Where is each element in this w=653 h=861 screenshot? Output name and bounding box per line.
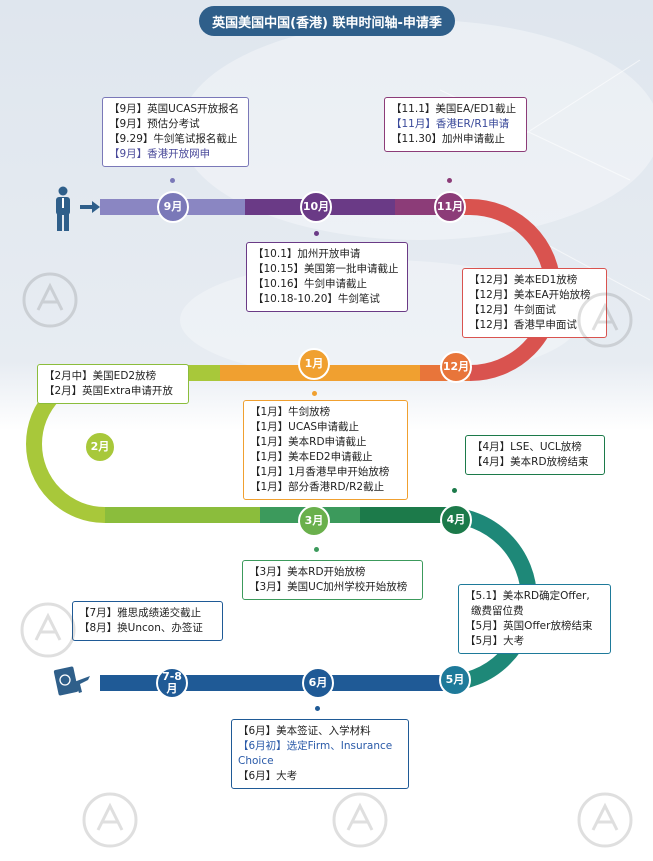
node-nov: 11月: [434, 191, 466, 223]
event-line: 【11月】香港ER/R1申请: [391, 118, 510, 130]
node-jan: 1月: [298, 348, 330, 380]
event-box-sep: 【9月】英国UCAS开放报名 【9月】预估分考试 【9.29】牛剑笔试报名截止 …: [102, 97, 249, 167]
event-line: 【5月】英国Offer放榜结束: [465, 620, 593, 632]
watermark-logo-icon: [20, 602, 76, 658]
node-apr: 4月: [440, 504, 472, 536]
event-line: 【6月初】选定Firm、Insurance: [238, 740, 393, 752]
node-julaug: 7-8月: [156, 667, 188, 699]
event-line: 【10.16】牛剑申请截止: [253, 278, 368, 290]
event-box-apr: 【4月】LSE、UCL放榜 【4月】美本RD放榜结束: [465, 435, 605, 475]
event-line: 【7月】雅思成绩递交截止: [79, 607, 202, 619]
event-line: 【10.18-10.20】牛剑笔试: [253, 293, 380, 305]
event-line: 【12月】牛剑面试: [469, 304, 556, 316]
connector-dot: [314, 705, 320, 711]
event-line: Choice: [238, 755, 274, 767]
node-dec: 12月: [440, 351, 472, 383]
watermark-logo-icon: [332, 792, 388, 848]
event-box-may: 【5.1】美本RD确定Offer, 缴费留位费 【5月】英国Offer放榜结束 …: [458, 584, 611, 654]
connector-dot: [313, 546, 319, 552]
event-line: 【3月】美本RD开始放榜: [249, 566, 366, 578]
node-jun: 6月: [302, 667, 334, 699]
event-box-mar: 【3月】美本RD开始放榜 【3月】美国UC加州学校开始放榜: [242, 560, 423, 600]
event-line: 【2月中】美国ED2放榜: [44, 370, 157, 382]
node-sep: 9月: [157, 191, 189, 223]
node-feb: 2月: [84, 431, 116, 463]
connector-dot: [169, 177, 175, 183]
connector-dot: [446, 177, 452, 183]
event-line: 【4月】美本RD放榜结束: [472, 456, 589, 468]
node-mar: 3月: [298, 505, 330, 537]
event-box-oct: 【10.1】加州开放申请 【10.15】美国第一批申请截止 【10.16】牛剑申…: [246, 242, 408, 312]
event-line: 【5.1】美本RD确定Offer,: [465, 590, 590, 602]
event-line: 【12月】香港早申面试: [469, 319, 577, 331]
event-line: 【9月】英国UCAS开放报名: [109, 103, 240, 115]
connector-dot: [311, 390, 317, 396]
event-line: 【9月】香港开放网申: [109, 148, 211, 160]
event-line: 【10.1】加州开放申请: [253, 248, 361, 260]
event-box-julaug: 【7月】雅思成绩递交截止 【8月】换Uncon、办签证: [72, 601, 223, 641]
arrow-right-icon: [80, 201, 100, 213]
event-line: 【5月】大考: [465, 635, 525, 647]
event-box-jan: 【1月】牛剑放榜 【1月】UCAS申请截止 【1月】美本RD申请截止 【1月】美…: [243, 400, 408, 500]
event-line: 【11.1】美国EA/ED1截止: [391, 103, 517, 115]
event-line: 【6月】美本签证、入学材料: [238, 725, 371, 737]
page-title: 英国美国中国(香港) 联申时间轴-申请季: [199, 6, 455, 36]
connector-dot: [451, 487, 457, 493]
event-line: 【12月】美本EA开始放榜: [469, 289, 591, 301]
event-line: 【1月】牛剑放榜: [250, 406, 331, 418]
event-line: 【1月】美本RD申请截止: [250, 436, 367, 448]
watermark-logo-icon: [577, 792, 633, 848]
event-line: 【3月】美国UC加州学校开始放榜: [249, 581, 408, 593]
event-line: 【1月】美本ED2申请截止: [250, 451, 373, 463]
event-line: 【1月】UCAS申请截止: [250, 421, 360, 433]
event-line: 【9月】预估分考试: [109, 118, 200, 130]
event-line: 【2月】英国Extra申请开放: [44, 385, 173, 397]
connector-dot: [313, 230, 319, 236]
event-line: 【1月】1月香港早申开始放榜: [250, 466, 390, 478]
event-line: 【6月】大考: [238, 770, 298, 782]
event-line: 缴费留位费: [471, 605, 524, 617]
watermark-logo-icon: [82, 792, 138, 848]
event-box-jun: 【6月】美本签证、入学材料 【6月初】选定Firm、Insurance Choi…: [231, 719, 409, 789]
event-box-dec: 【12月】美本ED1放榜 【12月】美本EA开始放榜 【12月】牛剑面试 【12…: [462, 268, 607, 338]
event-line: 【9.29】牛剑笔试报名截止: [109, 133, 238, 145]
watermark-logo-icon: [577, 292, 633, 348]
passport-plane-icon: [53, 666, 90, 696]
event-line: 【11.30】加州申请截止: [391, 133, 506, 145]
node-oct: 10月: [300, 191, 332, 223]
event-box-feb: 【2月中】美国ED2放榜 【2月】英国Extra申请开放: [37, 364, 189, 404]
event-line: 【4月】LSE、UCL放榜: [472, 441, 582, 453]
event-line: 【10.15】美国第一批申请截止: [253, 263, 399, 275]
event-line: 【8月】换Uncon、办签证: [79, 622, 203, 634]
person-icon: [56, 186, 70, 231]
event-box-nov: 【11.1】美国EA/ED1截止 【11月】香港ER/R1申请 【11.30】加…: [384, 97, 527, 152]
node-may: 5月: [439, 664, 471, 696]
event-line: 【12月】美本ED1放榜: [469, 274, 578, 286]
watermark-logo-icon: [22, 272, 78, 328]
event-line: 【1月】部分香港RD/R2截止: [250, 481, 385, 493]
